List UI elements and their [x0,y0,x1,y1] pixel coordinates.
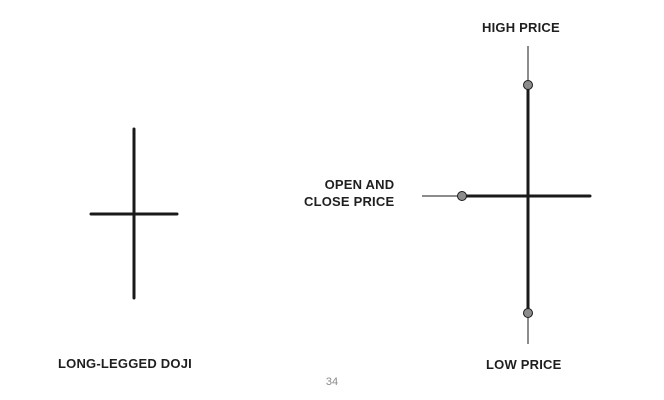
open-close-marker [457,191,467,201]
left-figure-caption: LONG-LEGGED DOJI [58,356,192,371]
labelled-doji-symbol [422,46,592,344]
high-price-marker [523,80,533,90]
page-number: 34 [325,376,339,388]
open-close-label-line2: CLOSE PRICE [304,194,395,209]
low-price-marker [523,308,533,318]
long-legged-doji-symbol [89,127,179,300]
open-close-label-line1: OPEN AND [324,177,395,192]
low-price-label: LOW PRICE [486,357,562,372]
high-price-label: HIGH PRICE [482,20,560,35]
open-close-label: OPEN AND CLOSE PRICE [304,176,394,210]
